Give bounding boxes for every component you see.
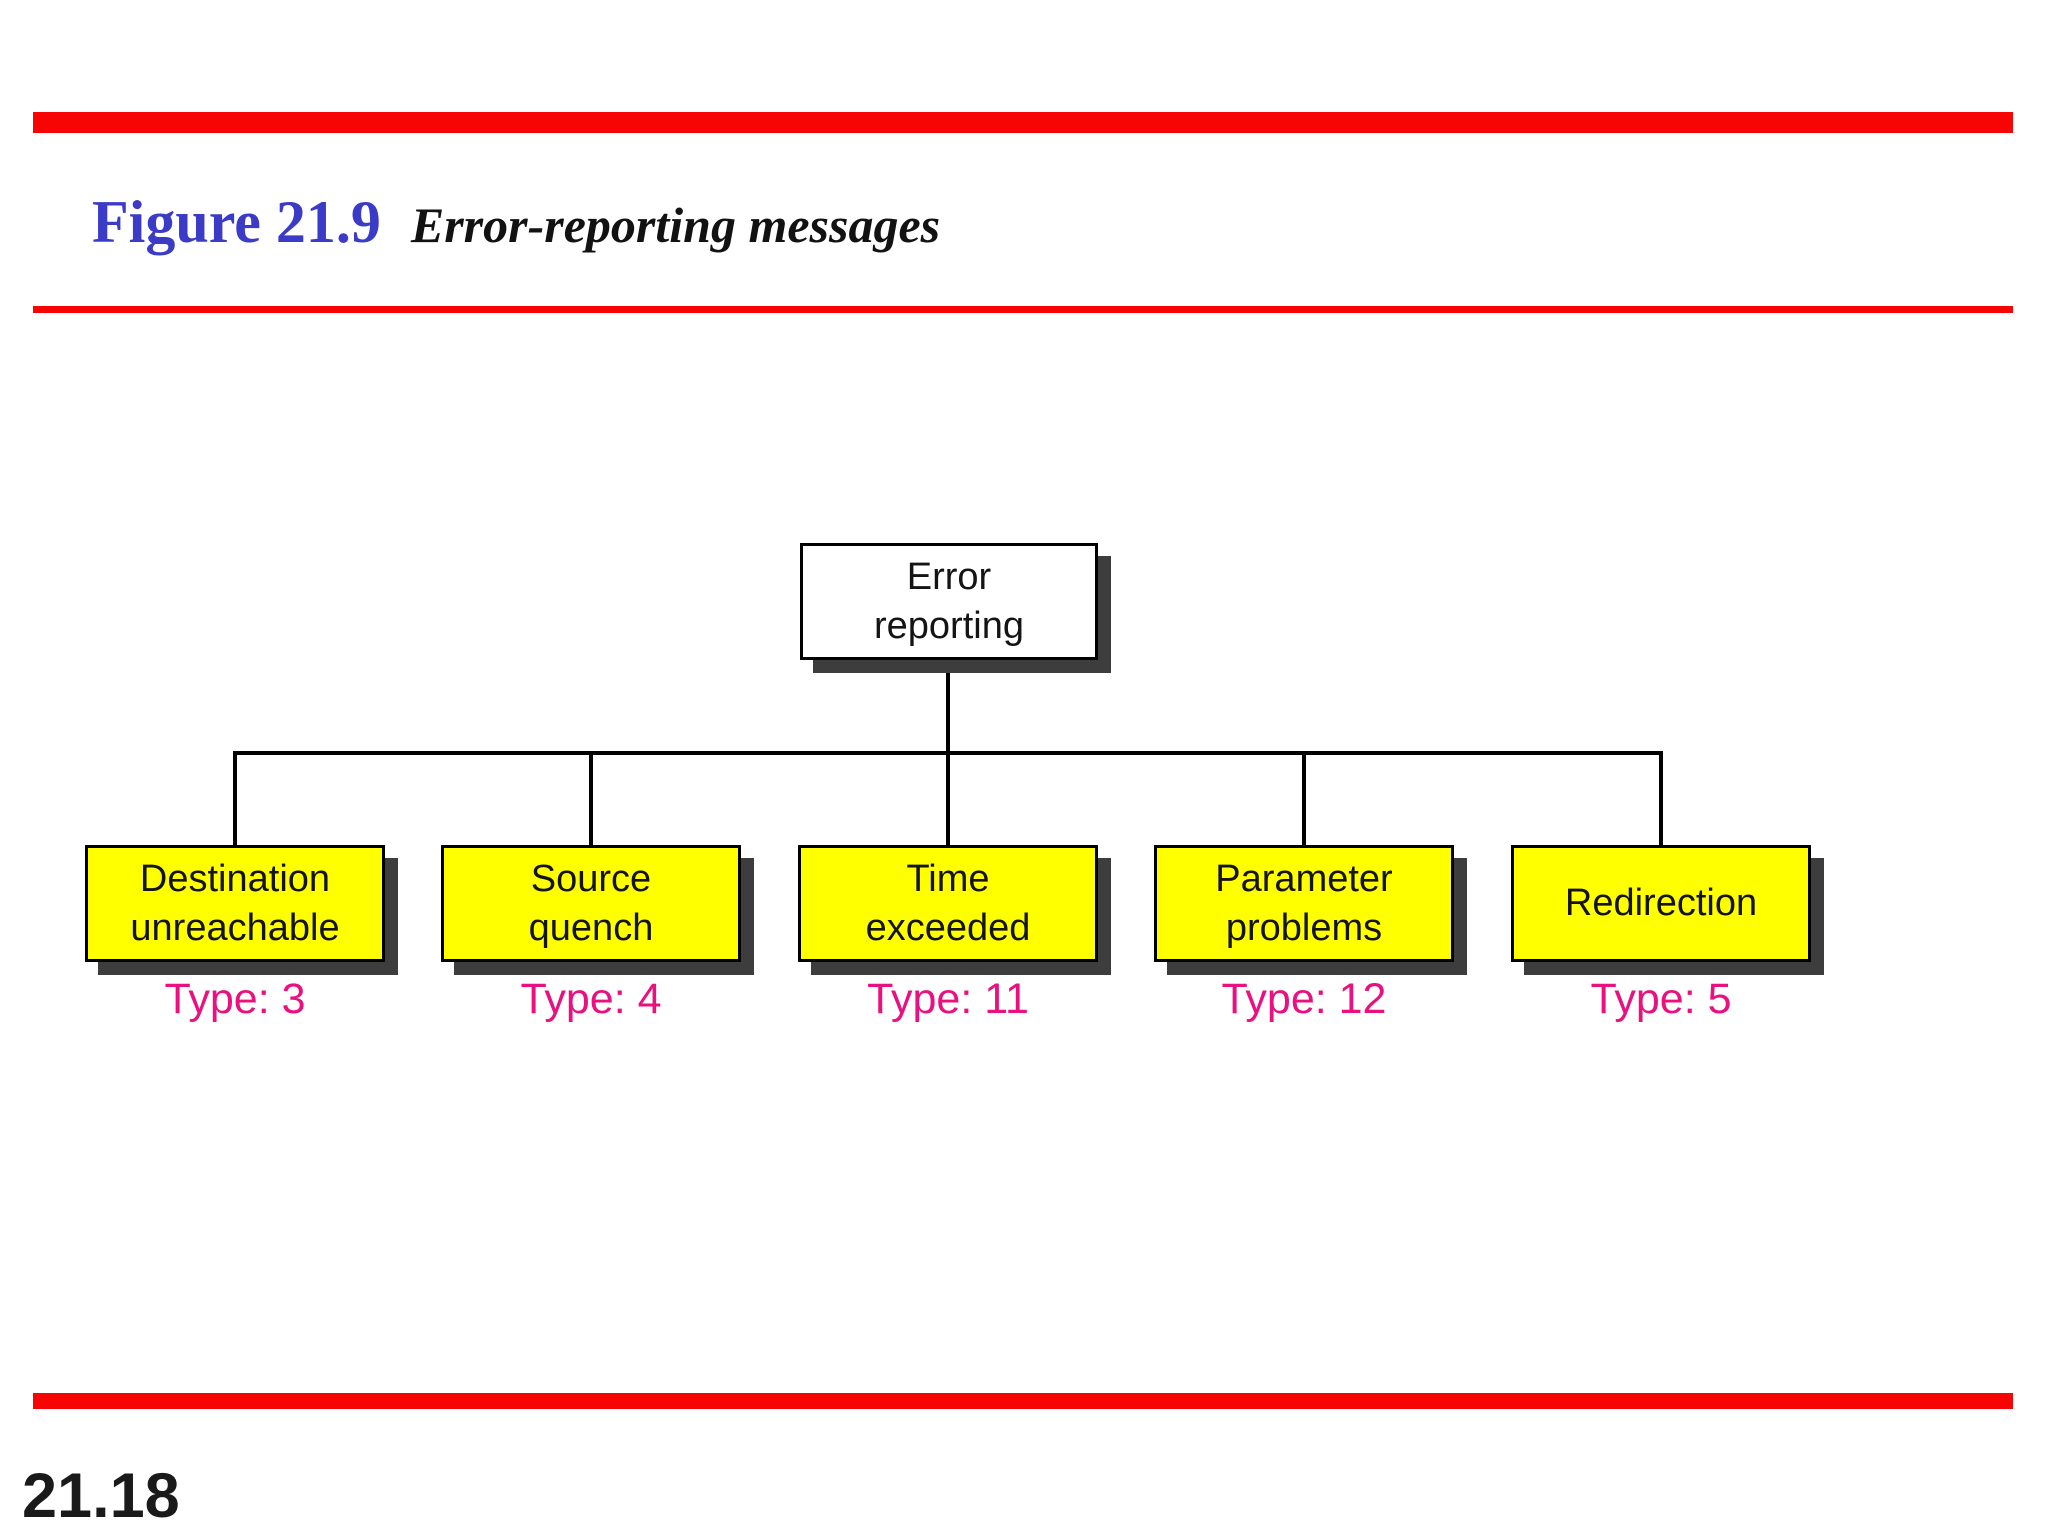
child-node-label: Destination unreachable <box>130 857 340 949</box>
root-node-error-reporting: Error reporting <box>800 543 1098 660</box>
connector-root-drop <box>946 660 950 754</box>
root-node-label: Error reporting <box>874 555 1024 647</box>
child-node-label: Redirection <box>1564 882 1758 924</box>
connector-drop-destination-unreachable <box>233 751 237 845</box>
connector-drop-source-quench <box>589 751 593 845</box>
title-underline-rule <box>33 306 2013 313</box>
child-node-label: Parameter problems <box>1215 857 1393 949</box>
connector-drop-redirection <box>1659 751 1663 845</box>
connector-drop-parameter-problems <box>1302 751 1306 845</box>
top-rule <box>33 112 2013 133</box>
type-label-redirection: Type: 5 <box>1590 975 1732 1023</box>
page-number: 21.18 <box>22 1461 180 1531</box>
type-label-destination-unreachable: Type: 3 <box>164 975 306 1023</box>
child-node-destination-unreachable: Destination unreachable <box>85 845 385 962</box>
figure-caption: Error-reporting messages <box>410 197 941 253</box>
child-node-label: Source quench <box>528 857 654 949</box>
type-label-source-quench: Type: 4 <box>520 975 662 1023</box>
title-row: Figure 21.9 Error-reporting messages <box>92 188 940 257</box>
child-node-parameter-problems: Parameter problems <box>1154 845 1454 962</box>
child-node-label: Time exceeded <box>865 857 1031 949</box>
type-label-time-exceeded: Type: 11 <box>867 975 1029 1023</box>
child-node-time-exceeded: Time exceeded <box>798 845 1098 962</box>
child-node-redirection: Redirection <box>1511 845 1811 962</box>
figure-label: Figure 21.9 <box>92 189 381 255</box>
child-node-source-quench: Source quench <box>441 845 741 962</box>
bottom-rule <box>33 1393 2013 1409</box>
type-label-parameter-problems: Type: 12 <box>1221 975 1387 1023</box>
connector-drop-time-exceeded <box>946 751 950 845</box>
